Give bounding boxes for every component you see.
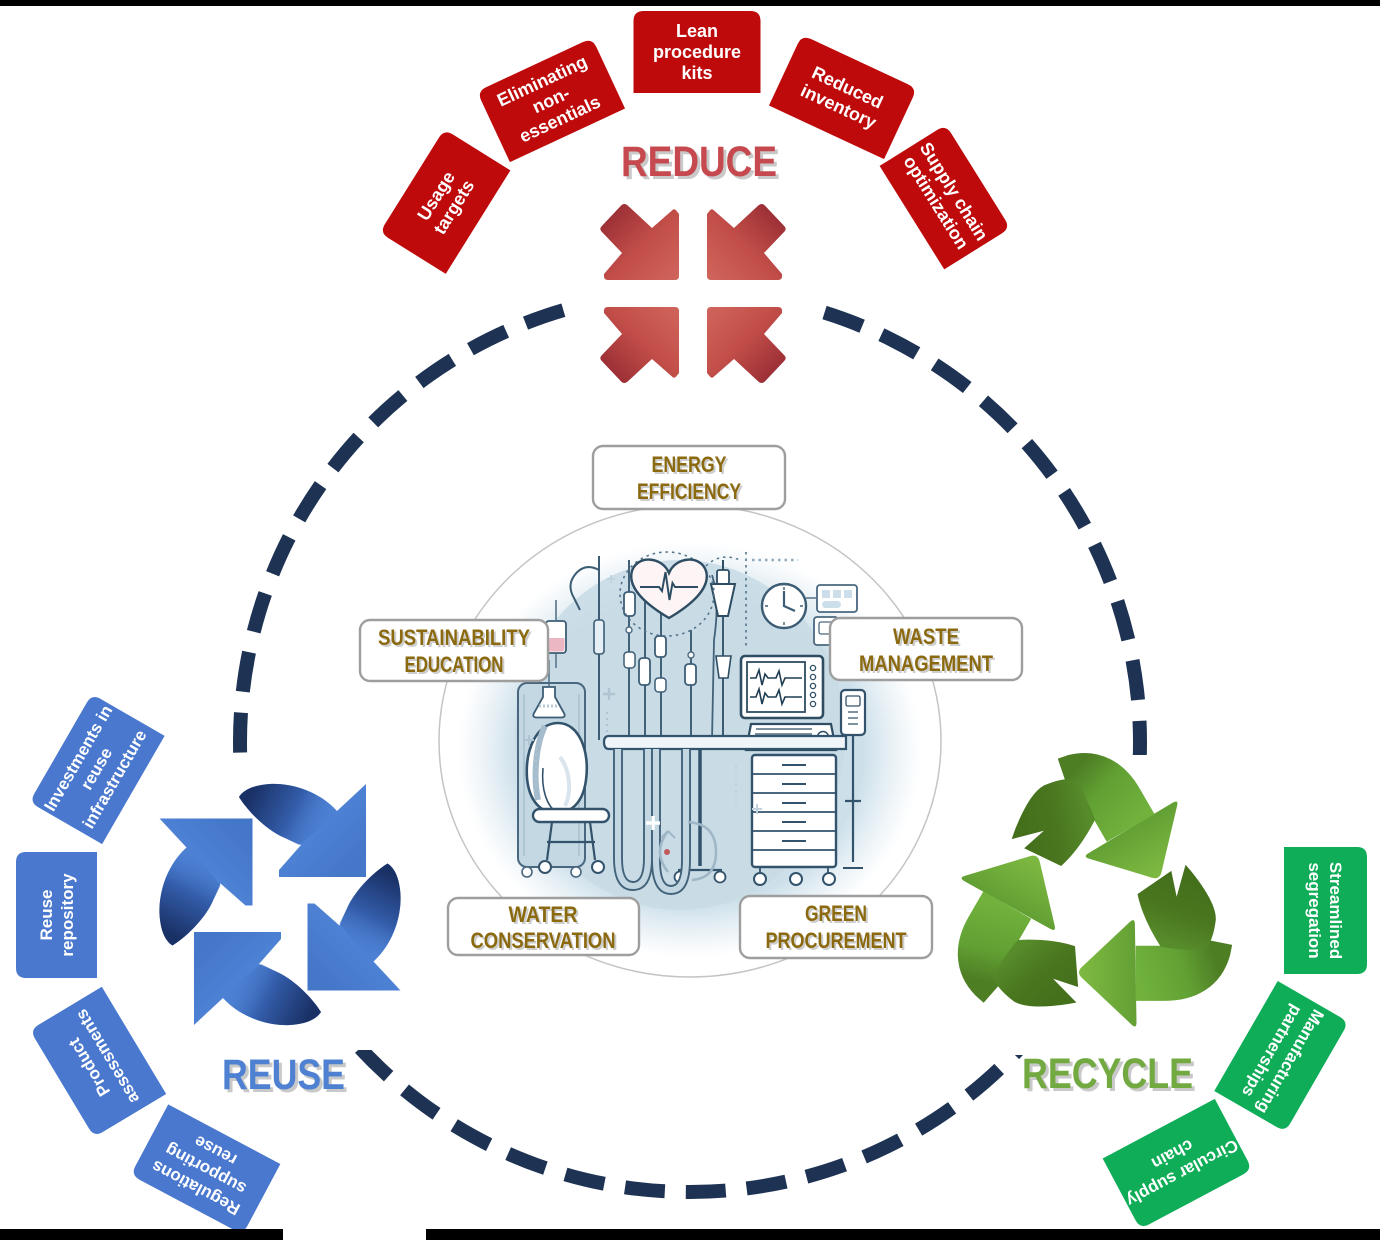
svg-text:segregation: segregation	[1305, 862, 1324, 958]
svg-text:WASTE: WASTE	[893, 624, 959, 649]
svg-text:REDUCE: REDUCE	[624, 141, 780, 189]
svg-text:WATER: WATER	[509, 902, 578, 927]
svg-text:MANAGEMENT: MANAGEMENT	[859, 651, 993, 676]
svg-text:GREEN: GREEN	[805, 901, 867, 926]
svg-text:REUSE: REUSE	[225, 1054, 348, 1102]
svg-text:Streamlined: Streamlined	[1326, 862, 1345, 959]
svg-text:kits: kits	[681, 63, 712, 83]
svg-text:RECYCLE: RECYCLE	[1025, 1053, 1196, 1101]
svg-text:PROCUREMENT: PROCUREMENT	[768, 930, 909, 955]
svg-text:EDUCATION: EDUCATION	[405, 652, 504, 677]
svg-text:EFFICIENCY: EFFICIENCY	[637, 479, 741, 504]
svg-text:PROCUREMENT: PROCUREMENT	[766, 928, 907, 953]
svg-text:WASTE: WASTE	[895, 626, 961, 651]
svg-text:CONSERVATION: CONSERVATION	[471, 928, 616, 953]
svg-text:SUSTAINABILITY: SUSTAINABILITY	[380, 627, 532, 652]
svg-text:RECYCLE: RECYCLE	[1022, 1050, 1193, 1098]
svg-text:procedure: procedure	[653, 42, 741, 62]
svg-text:REDUCE: REDUCE	[621, 138, 777, 186]
svg-text:REUSE: REUSE	[222, 1051, 345, 1099]
svg-text:EFFICIENCY: EFFICIENCY	[639, 481, 743, 506]
svg-text:CONSERVATION: CONSERVATION	[473, 930, 618, 955]
svg-text:Reuse: Reuse	[37, 889, 56, 940]
svg-text:ENERGY: ENERGY	[654, 454, 729, 479]
svg-text:EDUCATION: EDUCATION	[407, 654, 506, 679]
svg-text:WATER: WATER	[511, 904, 580, 929]
svg-text:repository: repository	[58, 873, 77, 957]
svg-text:Lean: Lean	[676, 21, 718, 41]
svg-text:SUSTAINABILITY: SUSTAINABILITY	[378, 625, 530, 650]
svg-text:ENERGY: ENERGY	[652, 452, 727, 477]
svg-text:MANAGEMENT: MANAGEMENT	[861, 653, 995, 678]
svg-text:GREEN: GREEN	[807, 903, 869, 928]
